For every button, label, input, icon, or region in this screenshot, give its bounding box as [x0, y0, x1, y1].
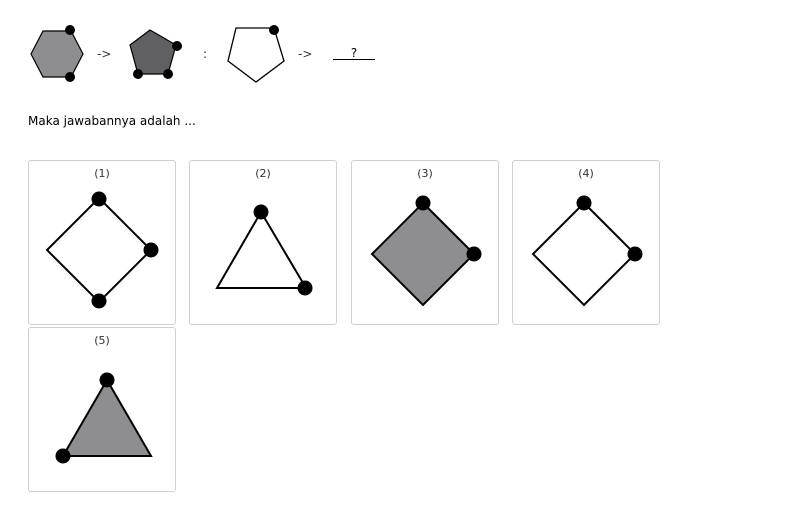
vertex-dot	[269, 25, 279, 35]
question-prompt: Maka jawabannya adalah ...	[28, 114, 196, 128]
separator: :	[203, 47, 208, 61]
vertex-dot	[91, 293, 107, 309]
answer-blank: ?	[333, 47, 375, 60]
vertex-dot	[99, 372, 115, 388]
gray-diamond-shape	[370, 195, 482, 307]
white-diamond-shape	[531, 195, 643, 307]
sequence-row: -> : -> ?	[0, 0, 793, 110]
vertex-dot	[55, 448, 71, 464]
white-pentagon-shape	[227, 25, 285, 83]
vertex-dot	[91, 191, 107, 207]
gray-triangle-shape	[55, 372, 153, 464]
vertex-dot	[466, 246, 482, 262]
option-label: (4)	[578, 167, 594, 180]
vertex-dot	[65, 72, 75, 82]
vertex-dot	[576, 195, 592, 211]
option-2[interactable]: (2)	[189, 160, 337, 325]
vertex-dot	[163, 69, 173, 79]
option-3[interactable]: (3)	[351, 160, 499, 325]
vertex-dot	[415, 195, 431, 211]
vertex-dot	[65, 25, 75, 35]
option-4[interactable]: (4)	[512, 160, 660, 325]
vertex-dot	[297, 280, 313, 296]
gray-hexagon-shape	[30, 25, 84, 82]
option-label: (3)	[417, 167, 433, 180]
vertex-dot	[627, 246, 643, 262]
white-diamond-shape	[45, 191, 159, 309]
option-1[interactable]: (1)	[28, 160, 176, 325]
arrow-2: ->	[298, 47, 313, 61]
option-5[interactable]: (5)	[28, 327, 176, 492]
dark-pentagon-shape	[129, 29, 182, 79]
option-label: (2)	[255, 167, 271, 180]
white-triangle-shape	[215, 204, 313, 296]
vertex-dot	[143, 242, 159, 258]
vertex-dot	[253, 204, 269, 220]
option-label: (1)	[94, 167, 110, 180]
option-label: (5)	[94, 334, 110, 347]
vertex-dot	[172, 41, 182, 51]
arrow-1: ->	[97, 47, 112, 61]
vertex-dot	[133, 69, 143, 79]
